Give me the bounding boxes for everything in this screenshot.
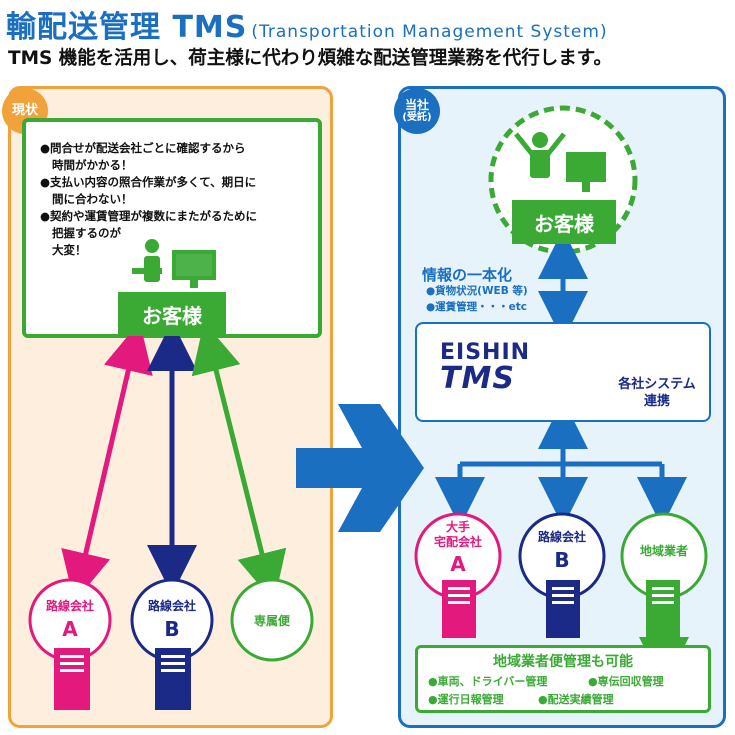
left-monitor-icon xyxy=(172,250,216,288)
arrow-customer-dedicated xyxy=(191,321,287,603)
arrow-customer-route-a xyxy=(61,321,153,603)
tms-box xyxy=(415,322,711,422)
region-management-box xyxy=(415,645,711,713)
right-server-b-icon xyxy=(546,580,580,638)
right-server-local-icon xyxy=(646,580,680,638)
left-route-a-letter: A xyxy=(62,617,78,641)
eishin-tms-logo: EISHIN TMS xyxy=(440,340,531,396)
left-dedicated-label: 専属便 xyxy=(253,614,290,628)
left-customer-label: お客様 xyxy=(118,292,226,336)
right-customer-label: お客様 xyxy=(512,200,616,244)
transition-arrow xyxy=(296,404,424,532)
issue-line: 大変！ xyxy=(52,243,87,257)
issue-line: 時間がかかる！ xyxy=(52,158,133,172)
page-subtitle: TMS 機能を活用し、荷主様に代わり煩雑な配送管理業務を代行します。 xyxy=(8,48,612,69)
system-link-label: 各社システム 連携 xyxy=(607,376,707,410)
title-main: 輸配送管理 TMS xyxy=(6,10,248,45)
title-sub: (Transportation Management System) xyxy=(251,22,608,42)
region-row: ●運行日報管理 ●配送実績管理 xyxy=(428,691,718,709)
right-monitor-icon xyxy=(566,152,606,192)
left-route-b-label: 路線会社 xyxy=(147,599,196,613)
region-item: ●配送実績管理 xyxy=(538,693,614,706)
info-item: ●貨物状況(WEB 等) xyxy=(426,285,528,297)
logo-line1: EISHIN xyxy=(440,340,531,365)
right-courier-a-label: 大手 宅配会社 xyxy=(418,520,498,550)
system-link-line2: 連携 xyxy=(643,394,670,409)
right-server-a-icon xyxy=(442,580,476,638)
region-management-items: ●車両、ドライバー管理 ●専伝回収管理 ●運行日報管理 ●配送実績管理 xyxy=(428,673,718,709)
right-courier-a-label-line1: 大手 xyxy=(445,520,470,534)
right-courier-a-label-line2: 宅配会社 xyxy=(433,535,482,549)
right-customer-person-icon xyxy=(514,132,566,178)
issue-line: ●支払い内容の照合作業が多くて、期日に xyxy=(40,175,257,189)
info-unification-items: ●貨物状況(WEB 等) ●運賃管理・・・etc xyxy=(426,283,528,315)
region-item: ●専伝回収管理 xyxy=(588,675,664,688)
our-company-badge-line1: 当社 xyxy=(404,97,429,112)
left-customer-person-icon xyxy=(132,239,162,282)
info-unification-title: 情報の一本化 xyxy=(422,266,513,284)
our-company-badge: 当社 (受託) xyxy=(394,88,440,134)
right-route-b-letter: B xyxy=(554,548,570,572)
our-company-badge-line2: (受託) xyxy=(402,112,432,124)
region-row: ●車両、ドライバー管理 ●専伝回収管理 xyxy=(428,673,718,691)
issue-line: ●契約や運賃管理が複数にまたがるために xyxy=(40,209,258,223)
system-link-line1: 各社システム xyxy=(618,377,696,392)
issue-line: 間に合わない！ xyxy=(52,192,133,206)
issue-line: 把握するのが xyxy=(52,226,121,240)
right-courier-a-letter: A xyxy=(450,552,466,576)
left-route-a-label: 路線会社 xyxy=(45,599,94,613)
region-item: ●運行日報管理 xyxy=(428,693,504,706)
left-route-b-letter: B xyxy=(164,617,180,641)
current-state-badge-label: 現状 xyxy=(11,102,38,118)
issues-list: ●問合せが配送会社ごとに確認するから 時間がかかる！ ●支払い内容の照合作業が多… xyxy=(40,140,310,259)
page-title: 輸配送管理 TMS(Transportation Management Syst… xyxy=(6,2,608,46)
region-management-title: 地域業者便管理も可能 xyxy=(493,654,633,670)
issue-line: ●問合せが配送会社ごとに確認するから xyxy=(40,141,246,155)
region-item: ●車両、ドライバー管理 xyxy=(428,675,548,688)
left-dedicated-circle xyxy=(230,578,314,662)
right-route-b-label: 路線会社 xyxy=(537,530,586,544)
right-local-label: 地域業者 xyxy=(639,544,688,558)
logo-line2: TMS xyxy=(440,361,515,396)
info-item: ●運賃管理・・・etc xyxy=(426,301,528,313)
left-server-b-icon xyxy=(155,648,191,710)
left-server-a-icon xyxy=(54,648,90,710)
